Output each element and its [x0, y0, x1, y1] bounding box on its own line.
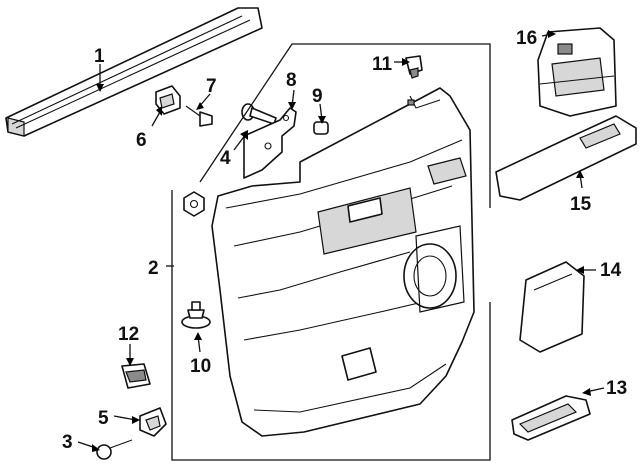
part-5-bracket	[139, 407, 167, 437]
callout-9: 9	[312, 86, 323, 107]
callout-8: 8	[286, 70, 297, 91]
callout-15: 15	[570, 194, 592, 215]
part-4-bolt	[241, 103, 277, 125]
part-1-weatherstrip	[5, 7, 263, 137]
callout-11: 11	[372, 54, 393, 75]
part-13-cover	[511, 395, 591, 441]
leader-lines	[77, 30, 605, 452]
callout-6: 6	[136, 130, 147, 151]
callout-13: 13	[606, 378, 627, 399]
callout-4: 4	[220, 148, 231, 169]
part-7-screw	[185, 105, 213, 127]
hex-nut	[183, 191, 205, 217]
part-9-plug	[313, 121, 329, 135]
part-16-switch	[537, 27, 617, 117]
callout-14: 14	[600, 260, 622, 281]
part-15-bezel	[495, 115, 637, 201]
callout-10: 10	[190, 356, 211, 377]
part-3-screw	[96, 439, 133, 460]
part-10-pushpin	[181, 301, 211, 329]
callout-12: 12	[118, 324, 139, 345]
callout-labels: 1 6 7 4 8 9 11 2 10 12 5 3 16 15 14 13	[62, 28, 627, 453]
part-2-door-panel	[211, 87, 475, 437]
part-12-clip	[121, 363, 151, 389]
part-14-trim	[519, 261, 585, 353]
callout-3: 3	[62, 432, 73, 453]
callout-16: 16	[516, 28, 537, 49]
part-2-panel-outline	[171, 43, 491, 461]
callout-5: 5	[98, 408, 109, 429]
part-11-clip	[405, 55, 423, 79]
callout-7: 7	[206, 76, 217, 97]
callout-1: 1	[94, 46, 105, 67]
callout-2: 2	[148, 258, 159, 279]
part-8-bracket	[243, 107, 297, 179]
